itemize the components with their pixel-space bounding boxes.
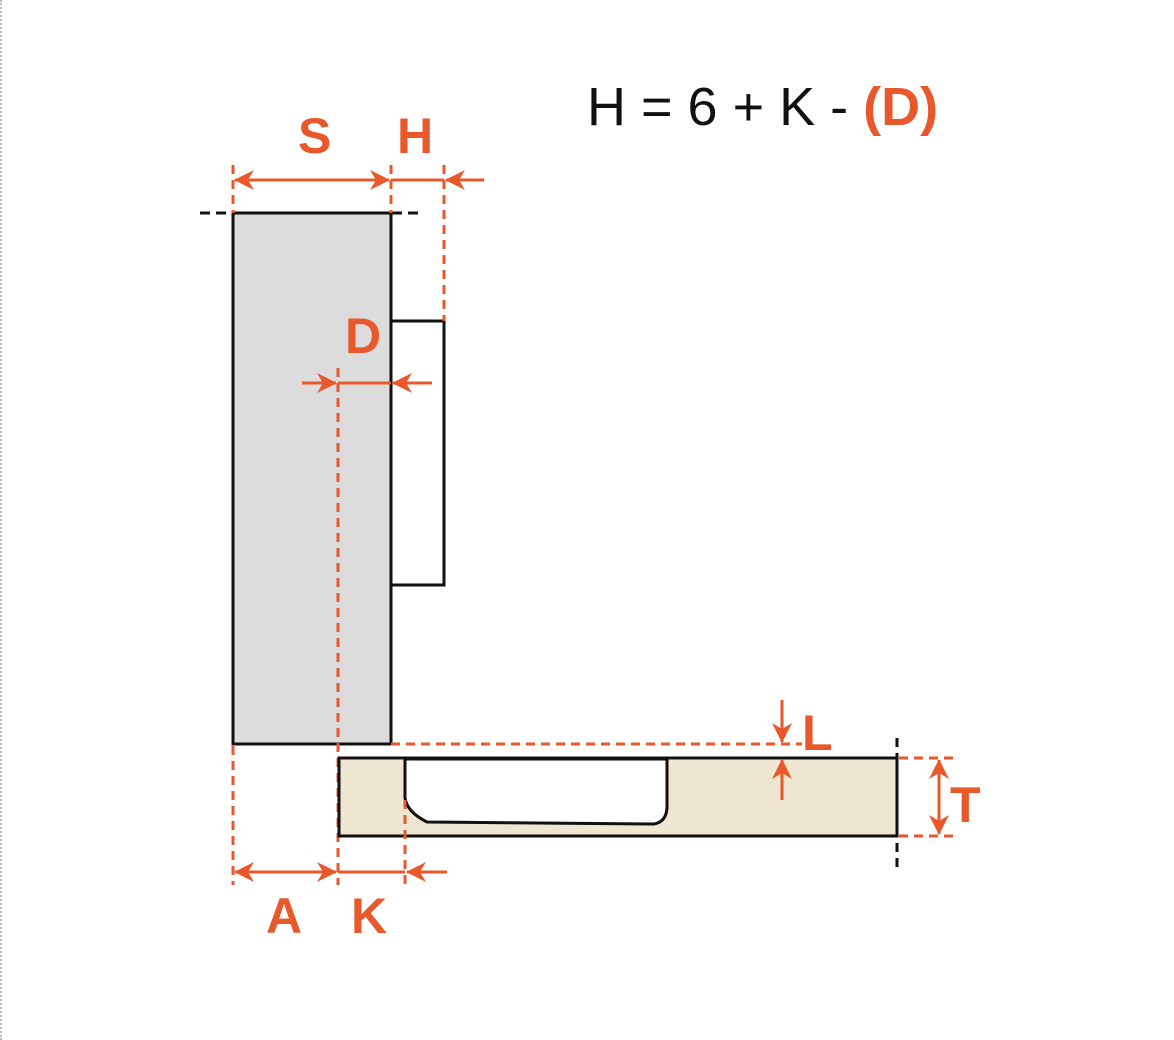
label-h: H [397, 108, 433, 164]
label-a: A [266, 888, 302, 944]
label-t: T [950, 777, 981, 833]
formula: H = 6 + K - (D) [587, 77, 938, 137]
label-s: S [298, 108, 331, 164]
label-l: L [802, 705, 833, 761]
hinge-mounting-plate [389, 319, 446, 587]
label-d: D [345, 308, 381, 364]
hinge-cup-bore [403, 757, 669, 826]
cabinet-side-panel [231, 211, 393, 746]
label-k: K [351, 888, 387, 944]
